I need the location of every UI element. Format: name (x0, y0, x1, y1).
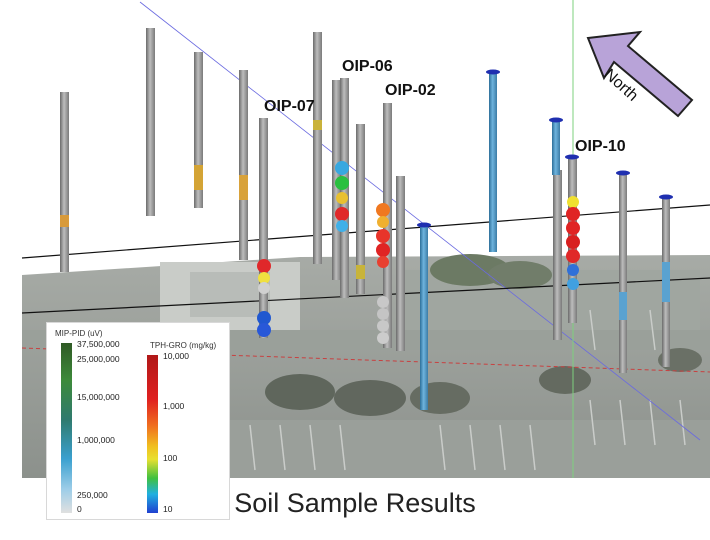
legend-tph-title: TPH-GRO (mg/kg) (150, 341, 217, 350)
legend-mip-tick: 1,000,000 (77, 435, 115, 445)
well-label-oip-07: OIP-07 (264, 98, 315, 115)
figure-caption: Soil Sample Results (234, 488, 476, 518)
reference-line-blue (139, 1, 701, 441)
legend-mip-tick: 250,000 (77, 490, 108, 500)
well-label-oip-06: OIP-06 (342, 58, 393, 75)
legend-tph-colorbar (147, 355, 158, 513)
legend-mip-colorbar (61, 343, 72, 513)
legend-mip-tick: 25,000,000 (77, 354, 120, 364)
legend-tph-tick: 1,000 (163, 401, 185, 411)
legend-mip-tick: 0 (77, 504, 82, 514)
legend-tph-tick: 10,000 (163, 351, 189, 361)
soil-sample-spheres (257, 161, 580, 344)
north-arrow-shape (586, 30, 694, 118)
well-label-oip-10: OIP-10 (575, 138, 626, 155)
reference-line-black-lower (21, 277, 710, 314)
legend-tph-tick: 100 (163, 453, 178, 463)
well-label-oip-02: OIP-02 (385, 82, 436, 99)
reference-line-black-upper (21, 204, 710, 259)
legend-mip-tick: 15,000,000 (77, 392, 120, 402)
legend-mip-tick: 37,500,000 (77, 339, 120, 349)
legend-tph-tick: 10 (163, 504, 173, 514)
legend-panel: MIP-PID (uV) 37,500,000 25,000,000 15,00… (46, 322, 230, 520)
legend-mip-title: MIP-PID (uV) (55, 329, 103, 338)
